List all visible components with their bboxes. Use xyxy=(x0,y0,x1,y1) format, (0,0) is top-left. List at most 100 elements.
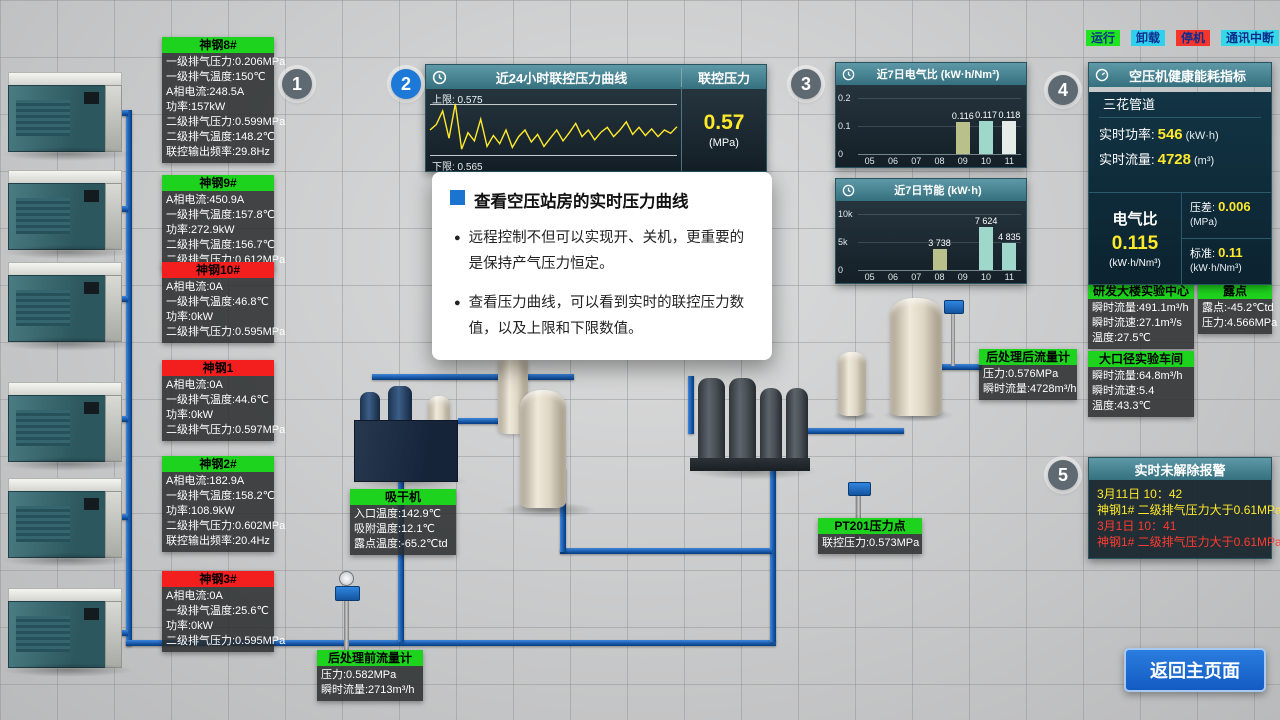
compressor-unit-3[interactable] xyxy=(2,262,134,351)
status-chip-unload[interactable]: 卸载 xyxy=(1131,30,1166,46)
machine-top xyxy=(8,588,122,602)
desiccant-dryer-unit[interactable] xyxy=(354,420,458,482)
vent xyxy=(84,92,99,104)
flow-sensor-stem xyxy=(344,598,349,650)
compressor-unit-2[interactable] xyxy=(2,170,134,259)
data-row: 二级排气压力:0.595MPa xyxy=(166,326,286,338)
status-chip-comm-lost[interactable]: 通讯中断 xyxy=(1221,30,1280,46)
data-row: 一级排气温度:25.6℃ xyxy=(166,605,269,617)
data-row: 压力:4.566MPa xyxy=(1202,317,1278,329)
ratio-block: 电气比 0.115 (kW·h/Nm³) xyxy=(1089,193,1182,284)
x-axis-tick: 10 xyxy=(981,156,992,166)
y-axis-tick: 5k xyxy=(838,237,848,247)
step-badge-3[interactable]: 3 xyxy=(791,69,821,99)
data-row: 二级排气温度:148.2℃ xyxy=(166,131,275,143)
data-row: 温度:43.3℃ xyxy=(1092,400,1151,412)
machine-body xyxy=(8,395,106,462)
compressor-unit-1[interactable] xyxy=(2,72,134,161)
pipe xyxy=(126,110,132,646)
info-panel-flowmeter-after: 后处理后流量计 压力:0.576MPa 瞬时流量:4728m³/h xyxy=(979,349,1077,400)
back-to-main-button[interactable]: 返回主页面 xyxy=(1124,648,1266,692)
tooltip-bullet-text: 远程控制不但可以实现开、关机，更重要的是保持产气压力恒定。 xyxy=(468,230,745,272)
bar xyxy=(955,121,970,154)
pipeline-selector[interactable]: 三花管道 xyxy=(1099,92,1261,118)
bar xyxy=(932,249,947,270)
y-axis-tick: 10k xyxy=(838,209,853,219)
step-badge-1[interactable]: 1 xyxy=(282,69,312,99)
status-chip-stopped[interactable]: 停机 xyxy=(1176,30,1211,46)
vent xyxy=(84,402,99,414)
data-row: 一级排气温度:46.8℃ xyxy=(166,296,269,308)
std-value: 0.11 xyxy=(1218,245,1243,260)
data-row: 功率:0kW xyxy=(166,311,214,323)
data-row: A相电流:0A xyxy=(166,281,223,293)
data-row: 露点:-45.2℃td xyxy=(1202,302,1274,314)
pressure-trend-panel: 近24小时联控压力曲线 联控压力 上限: 0.575 下限: 0.565 0.5… xyxy=(425,64,767,173)
bar-value-label: 0.117 xyxy=(975,110,998,121)
std-unit: (kW·h/Nm³) xyxy=(1190,263,1242,274)
machine-body xyxy=(8,491,106,558)
x-axis-tick: 11 xyxy=(1004,272,1014,282)
pipe xyxy=(800,428,904,434)
data-row: 瞬时流速:27.1m³/s xyxy=(1092,317,1182,329)
machine-side xyxy=(105,275,122,342)
data-row: 吸附温度:12.1℃ xyxy=(354,523,435,535)
data-row: 二级排气压力:0.602MPa xyxy=(166,520,286,532)
x-axis-tick: 08 xyxy=(934,272,945,282)
status-chip-running[interactable]: 运行 xyxy=(1086,30,1121,46)
vent xyxy=(84,608,99,620)
data-row: 一级排气温度:44.6℃ xyxy=(166,394,269,406)
air-tank xyxy=(520,390,566,508)
machine-panel-shengang1: 神钢1 A相电流:0A 一级排气温度:44.6℃ 功率:0kW 二级排气压力:0… xyxy=(162,360,286,441)
dryer-tower xyxy=(729,378,756,463)
power-label: 实时功率: xyxy=(1099,127,1155,142)
power-row: 实时功率:546(kW·h) xyxy=(1099,124,1261,143)
chart-title: 近7日节能 (kW·h) xyxy=(894,185,982,197)
compressor-unit-5[interactable] xyxy=(2,478,134,567)
bar xyxy=(1002,121,1017,154)
grill xyxy=(16,198,70,234)
machine-side xyxy=(105,183,122,250)
data-row: 一级排气温度:150℃ xyxy=(166,71,266,83)
compressor-unit-4[interactable] xyxy=(2,382,134,471)
data-row: 二级排气压力:0.597MPa xyxy=(166,424,286,436)
data-row: 一级排气压力:0.206MPa xyxy=(166,56,286,68)
power-value: 546 xyxy=(1157,126,1183,143)
pressure-sensor-icon xyxy=(848,482,871,496)
data-row: 一级排气温度:158.2℃ xyxy=(166,490,275,502)
std-label: 标准: xyxy=(1190,248,1216,260)
machine-body xyxy=(8,85,106,152)
pressure-value-box: 0.57 (MPa) xyxy=(681,89,766,171)
alarm-panel: 实时未解除报警 3月11日 10：42 神钢1# 二级排气压力大于0.61MPa… xyxy=(1088,457,1280,559)
step-badge-5[interactable]: 5 xyxy=(1048,460,1078,490)
step-badge-4[interactable]: 4 xyxy=(1048,75,1078,105)
flow-unit: (m³) xyxy=(1194,155,1215,167)
lower-limit-line xyxy=(430,155,677,156)
bar-value-label: 4 835 xyxy=(998,231,1021,242)
data-row: 功率:108.9kW xyxy=(166,505,235,517)
flow-sensor-stem xyxy=(951,312,955,366)
machine-title: 神钢10# xyxy=(162,262,274,278)
gauge-icon xyxy=(1095,68,1109,82)
info-panel-dryer: 吸干机 入口温度:142.9℃ 吸附温度:12.1℃ 露点温度:-65.2℃td xyxy=(350,489,456,555)
data-row: 瞬时流速:5.4 xyxy=(1092,385,1155,397)
alarm-text: 神钢1# 二级排气压力大于0.61MPa xyxy=(1097,535,1280,549)
panel-title: 露点 xyxy=(1198,283,1272,299)
x-axis-tick: 11 xyxy=(1004,156,1014,166)
y-axis-tick: 0 xyxy=(838,149,844,159)
panel-title: 吸干机 xyxy=(350,489,456,505)
pipe xyxy=(126,640,776,646)
data-row: A相电流:450.9A xyxy=(166,194,245,206)
x-axis-tick: 07 xyxy=(911,156,922,166)
pressure-diff-block: 压差:0.006 (MPa) xyxy=(1182,193,1271,238)
data-row: 压力:0.582MPa xyxy=(321,669,397,681)
panel-title: PT201压力点 xyxy=(818,518,922,534)
data-row: 功率:157kW xyxy=(166,101,226,113)
machine-top xyxy=(8,72,122,86)
chart-title: 近7日电气比 (kW·h/Nm³) xyxy=(876,69,1000,81)
compressor-unit-6[interactable] xyxy=(2,588,134,677)
ratio-value: 0.115 xyxy=(1111,233,1159,254)
alarm-title: 实时未解除报警 xyxy=(1134,462,1226,478)
step-badge-2[interactable]: 2 xyxy=(391,69,421,99)
